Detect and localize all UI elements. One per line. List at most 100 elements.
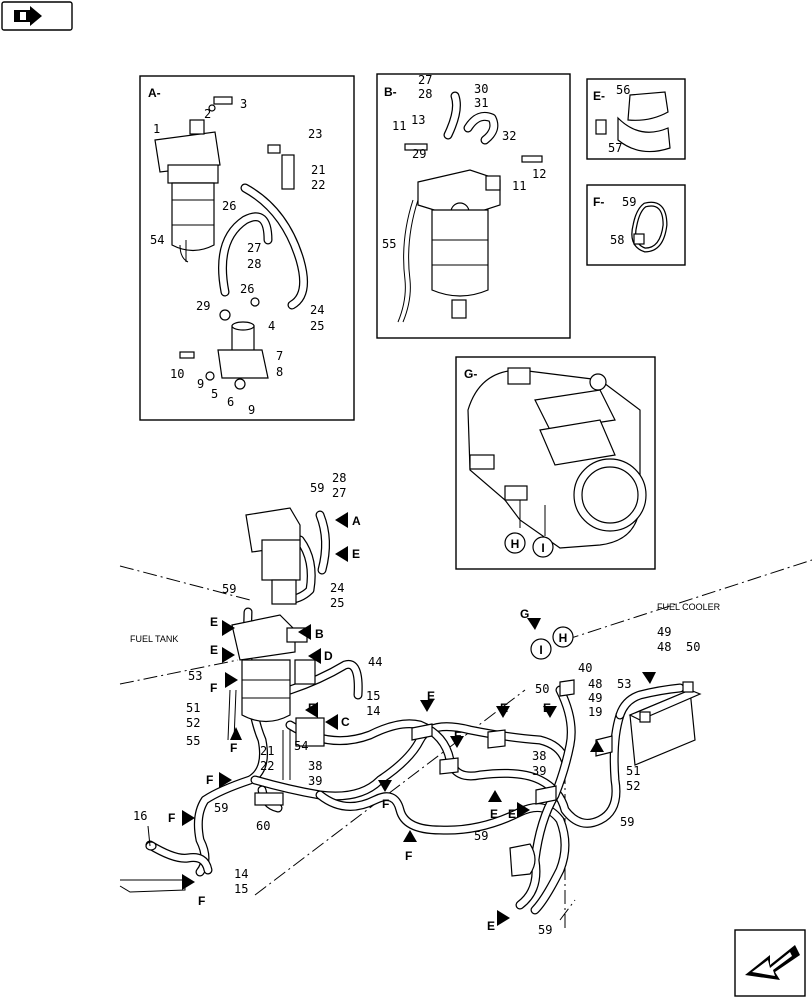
pointer-e8: E [490, 807, 498, 821]
label-b-13: 13 [411, 113, 425, 127]
fuel-cooler [628, 681, 702, 766]
label-a-3: 3 [240, 97, 247, 111]
pn-59a: 59 [310, 481, 324, 495]
pointer-c: C [341, 715, 350, 729]
label-a-7: 7 [276, 349, 283, 363]
pointer-a: A [352, 514, 361, 528]
pn-28: 28 [332, 471, 346, 485]
pn-14: 14 [366, 704, 380, 718]
fuel-tank-label: FUEL TANK [130, 634, 178, 644]
pn-51: 51 [186, 701, 200, 715]
pn-50a: 50 [535, 682, 549, 696]
label-a-22: 22 [311, 178, 325, 192]
pointer-f8: F [405, 849, 412, 863]
pn-52: 52 [186, 716, 200, 730]
pointer-f2: F [230, 741, 237, 755]
pointer-d: D [324, 649, 333, 663]
fuel-cooler-label: FUEL COOLER [657, 602, 721, 612]
label-a-29: 29 [196, 299, 210, 313]
pn-54: 54 [294, 739, 308, 753]
pn-15b: 15 [234, 882, 248, 896]
label-b-29: 29 [412, 147, 426, 161]
pointer-e9: E [508, 807, 516, 821]
pointer-e3: E [210, 643, 218, 657]
label-b-11b: 11 [512, 179, 526, 193]
next-page-arrow-icon[interactable] [734, 929, 806, 997]
callout-box-f: F- 59 58 [586, 184, 686, 266]
pn-39a: 39 [308, 774, 322, 788]
callout-e-title: E- [593, 89, 605, 103]
label-a-9: 9 [197, 377, 204, 391]
pn-44: 44 [368, 655, 382, 669]
label-b-55: 55 [382, 237, 396, 251]
main-circle-h: H [559, 631, 568, 645]
callout-box-e: E- 56 57 [586, 78, 686, 160]
callout-a-title: A- [148, 86, 161, 100]
pn-49b: 49 [657, 625, 671, 639]
back-arrow-icon[interactable] [1, 1, 73, 31]
label-f-59: 59 [622, 195, 636, 209]
pn-52b: 52 [626, 779, 640, 793]
pn-25: 25 [330, 596, 344, 610]
label-a-28: 28 [247, 257, 261, 271]
label-a-24: 24 [310, 303, 324, 317]
pn-39b: 39 [532, 764, 546, 778]
pointer-e7: E [543, 701, 551, 715]
label-g-i: I [541, 541, 544, 555]
pointer-e6: E [500, 701, 508, 715]
pn-19: 19 [588, 705, 602, 719]
label-a-2: 2 [204, 107, 211, 121]
pointer-e10: E [487, 919, 495, 933]
pn-24: 24 [330, 581, 344, 595]
callout-f-title: F- [593, 195, 604, 209]
callout-box-g: G- H I [455, 356, 656, 570]
label-a-6: 6 [227, 395, 234, 409]
main-part-numbers: 59 28 27 24 25 59 44 53 15 14 51 52 55 2… [133, 471, 700, 937]
pn-14b: 14 [234, 867, 248, 881]
pointer-f6: F [198, 894, 205, 908]
pn-59f: 59 [538, 923, 552, 937]
pn-49a: 49 [588, 691, 602, 705]
label-e-56: 56 [616, 83, 630, 97]
callout-box-a: A- 1 2 3 23 21 22 26 54 [139, 75, 355, 421]
label-b-28: 28 [418, 87, 432, 101]
pn-16: 16 [133, 809, 147, 823]
pn-38b: 38 [532, 749, 546, 763]
label-e-57: 57 [608, 141, 622, 155]
pn-55: 55 [186, 734, 200, 748]
callout-g-title: G- [464, 367, 477, 381]
pointer-f1: F [210, 681, 217, 695]
label-b-27: 27 [418, 73, 432, 87]
label-b-12: 12 [532, 167, 546, 181]
label-a-8: 8 [276, 365, 283, 379]
pn-60: 60 [256, 819, 270, 833]
pn-15: 15 [366, 689, 380, 703]
pn-59d: 59 [620, 815, 634, 829]
label-a-27: 27 [247, 241, 261, 255]
pn-48a: 48 [588, 677, 602, 691]
label-a-26b: 26 [240, 282, 254, 296]
pointer-b: B [315, 627, 324, 641]
arrow-a [335, 512, 348, 528]
main-circles: I H [530, 626, 574, 660]
label-a-26: 26 [222, 199, 236, 213]
label-a-25: 25 [310, 319, 324, 333]
pointer-f3: F [308, 701, 315, 715]
pn-59e: 59 [474, 829, 488, 843]
main-circle-i: I [539, 643, 542, 657]
label-f-58: 58 [610, 233, 624, 247]
pn-40: 40 [578, 661, 592, 675]
pn-59c: 59 [214, 801, 228, 815]
label-b-31: 31 [474, 96, 488, 110]
label-a-5: 5 [211, 387, 218, 401]
pointer-e1: E [352, 547, 360, 561]
label-a-54: 54 [150, 233, 164, 247]
tank-pipe [145, 825, 157, 851]
pointer-f4: F [206, 773, 213, 787]
pointer-e5: E [454, 729, 462, 743]
pointer-f5: F [168, 811, 175, 825]
callout-b-title: B- [384, 85, 397, 99]
label-a-21: 21 [311, 163, 325, 177]
callout-box-b: B- 27 28 30 31 11 13 32 29 11 12 55 [376, 73, 571, 339]
